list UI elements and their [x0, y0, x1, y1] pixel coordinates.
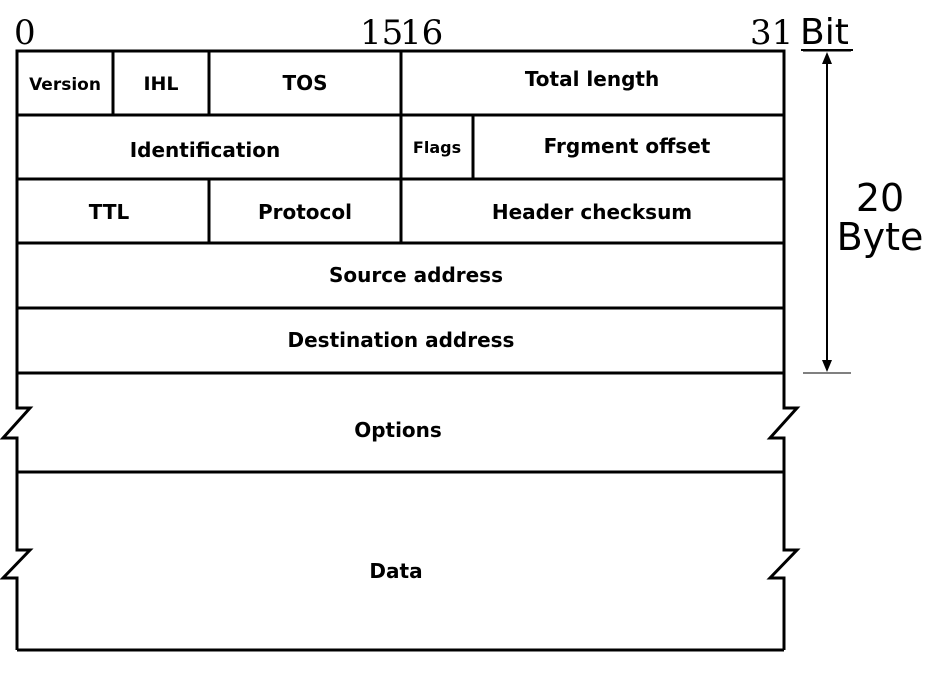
- bit-label-15: 15: [360, 13, 403, 53]
- right-break-edge: [766, 373, 801, 650]
- field-options: Options: [354, 418, 442, 442]
- field-tos: TOS: [282, 71, 327, 95]
- field-ihl: IHL: [143, 73, 178, 95]
- size-annotation: [803, 50, 851, 374]
- bit-label-16: 16: [400, 13, 443, 53]
- size-unit: Byte: [837, 215, 924, 259]
- bit-label-0: 0: [14, 13, 36, 53]
- field-ttl: TTL: [89, 200, 130, 224]
- bit-label-31: 31: [750, 13, 793, 53]
- bit-unit-label: Bit: [800, 12, 849, 53]
- field-header-checksum: Header checksum: [492, 200, 692, 224]
- field-protocol: Protocol: [258, 200, 352, 224]
- arrow-up-icon: [822, 52, 832, 64]
- left-break-edge: [0, 373, 34, 650]
- arrow-down-icon: [822, 360, 832, 372]
- field-version: Version: [29, 75, 101, 95]
- options-data-section: [0, 373, 801, 652]
- header-grid: [15, 49, 786, 375]
- field-flags: Flags: [413, 138, 461, 157]
- field-identification: Identification: [130, 138, 281, 162]
- field-data: Data: [369, 559, 422, 583]
- field-destination-address: Destination address: [288, 328, 515, 352]
- field-source-address: Source address: [329, 263, 503, 287]
- field-total-length: Total length: [525, 67, 659, 91]
- field-fragment-offset: Frgment offset: [544, 134, 711, 158]
- size-value: 20: [856, 176, 904, 220]
